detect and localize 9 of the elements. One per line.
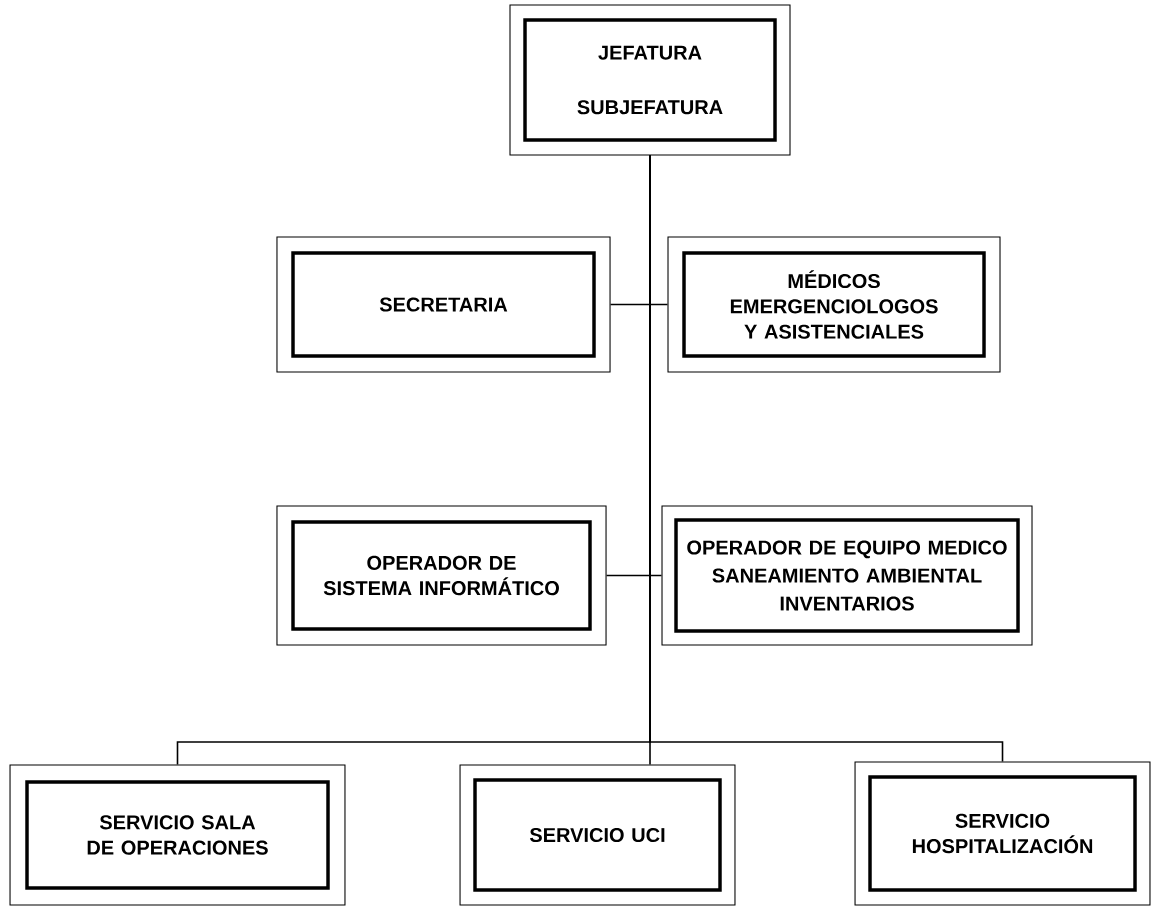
org-box: SERVICIO SALA DE OPERACIONES bbox=[9, 764, 346, 906]
org-box: MÉDICOS EMERGENCIOLOGOS Y ASISTENCIALES bbox=[667, 236, 1001, 373]
org-box: OPERADOR DE EQUIPO MEDICO SANEAMIENTO AMBIENTAL INVENTARIOS bbox=[661, 505, 1033, 646]
org-box: OPERADOR DE SISTEMA INFORMÁTICO bbox=[276, 505, 607, 646]
org-box: SERVICIO HOSPITALIZACIÓN bbox=[854, 761, 1151, 906]
org-box: JEFATURA SUBJEFATURA bbox=[509, 4, 791, 156]
connector-line bbox=[649, 154, 1004, 763]
org-box: SECRETARIA bbox=[276, 236, 611, 373]
org-box: SERVICIO UCI bbox=[459, 764, 736, 906]
